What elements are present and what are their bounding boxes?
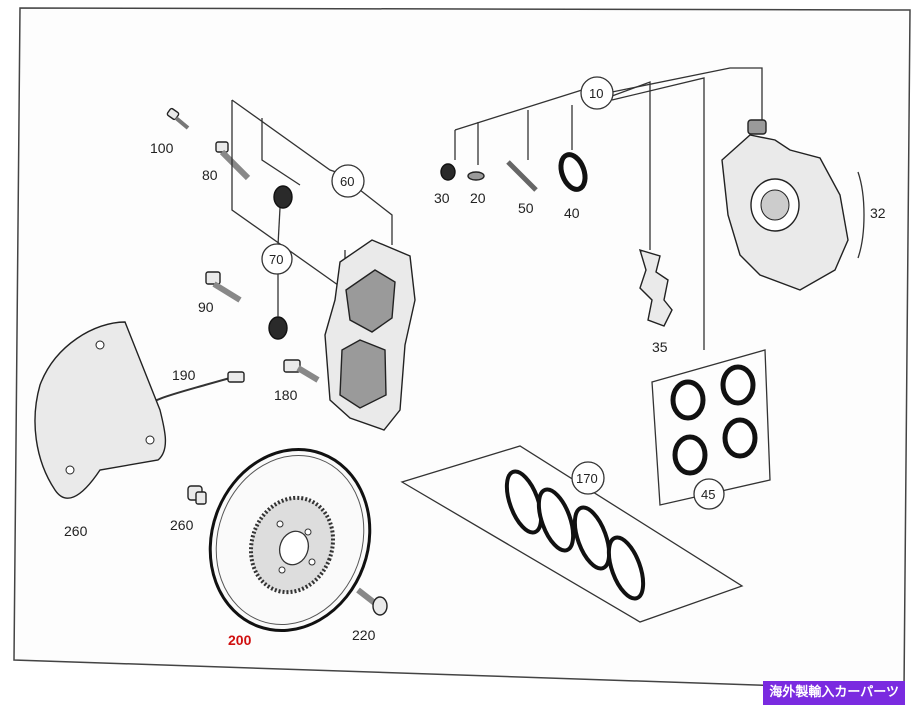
boot-70-top: [273, 185, 293, 209]
label-260-bolt: 260: [170, 517, 194, 533]
pin-50: [506, 160, 538, 192]
label-260-shield: 260: [64, 523, 88, 539]
bolt-260: [187, 485, 207, 505]
caliper-carrier: [324, 239, 416, 431]
label-90: 90: [198, 299, 214, 315]
dust-shield-260: [34, 321, 167, 499]
bolt-180: [283, 359, 320, 383]
label-30: 30: [434, 190, 450, 206]
bolt-100: [166, 107, 190, 130]
screw-220: [356, 587, 388, 616]
callout-10: [580, 76, 614, 110]
label-70: 70: [269, 252, 283, 267]
kit-170-box: [400, 445, 744, 623]
callout-45: [693, 478, 725, 510]
label-10: 10: [589, 86, 603, 101]
kit-45-box: [651, 349, 771, 506]
caliper-32: [721, 119, 865, 291]
label-35: 35: [652, 339, 668, 355]
label-50: 50: [518, 200, 534, 216]
label-190: 190: [172, 367, 196, 383]
label-32: 32: [870, 205, 886, 221]
cap-30: [440, 163, 456, 181]
label-220: 220: [352, 627, 376, 643]
label-80: 80: [202, 167, 218, 183]
callout-170: [571, 461, 605, 495]
label-200: 200: [228, 632, 252, 648]
pin-80: [215, 141, 251, 181]
callout-60: [331, 164, 365, 198]
label-40: 40: [564, 205, 580, 221]
seal-40: [558, 152, 588, 192]
brake-pads-170: [504, 469, 646, 601]
label-100: 100: [150, 140, 174, 156]
leader-10: [454, 67, 763, 350]
label-180: 180: [274, 387, 298, 403]
boot-70-bottom: [268, 316, 288, 340]
bolt-90: [205, 271, 242, 303]
callout-70: [261, 243, 293, 275]
piston-seals-45: [670, 364, 758, 476]
diagram-border: [13, 7, 911, 691]
label-170: 170: [576, 471, 598, 486]
watermark-badge: 海外製輸入カーパーツ: [763, 681, 905, 705]
label-60: 60: [340, 174, 354, 189]
label-20: 20: [470, 190, 486, 206]
brake-disc-200: [208, 448, 372, 632]
bleeder-35: [638, 248, 673, 327]
label-45: 45: [701, 487, 715, 502]
washer-20: [467, 171, 485, 181]
